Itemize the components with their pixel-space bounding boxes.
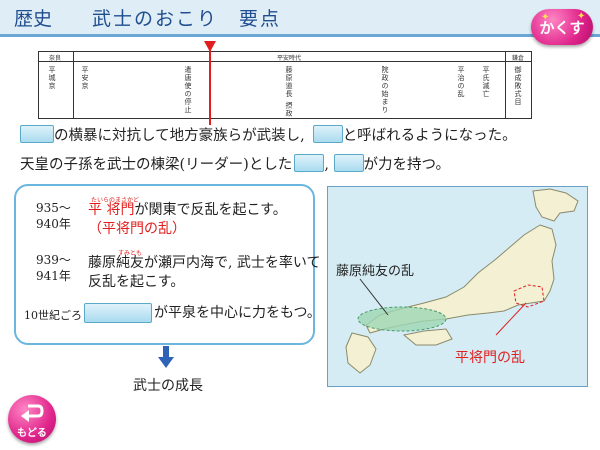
event-year: 939～ 941年 xyxy=(36,253,71,283)
hide-button[interactable]: ✦ ✦ かくす xyxy=(531,9,593,45)
era-kamakura: 鎌倉 xyxy=(512,55,525,62)
answer-blank[interactable] xyxy=(20,125,54,143)
timeline-divider xyxy=(39,61,531,62)
event-text: が関東で反乱を起こす。 xyxy=(134,202,287,218)
masakado-pointer xyxy=(495,302,527,336)
timeline-event: 遣唐使の停止 xyxy=(184,66,192,114)
sumitomo-region xyxy=(357,306,447,332)
event-text: が平泉を中心に力をもつ。 xyxy=(154,305,321,321)
timeline-divider xyxy=(505,52,506,118)
answer-blank[interactable] xyxy=(333,154,364,172)
sentence-2: 天皇の子孫を武士の棟梁(リーダー)とした, が力を持つ。 xyxy=(20,153,450,174)
sparkle-icon: ✦ xyxy=(541,12,550,23)
timeline-event: 平安京 xyxy=(81,66,89,90)
event-text: 平 将門が関東で反乱を起こす。 xyxy=(88,201,287,220)
event-subtitle: （平将門の乱） xyxy=(88,221,186,237)
hokkaido-shape xyxy=(532,188,579,222)
return-arrow-icon xyxy=(21,404,44,422)
sentence-text: の横暴に対抗して地方豪族らが武装し, xyxy=(54,128,305,144)
answer-blank[interactable] xyxy=(84,303,152,323)
shikoku-shape xyxy=(402,328,453,346)
event-year: 10世紀ごろ xyxy=(24,309,82,322)
japan-map xyxy=(345,188,579,374)
sentence-1: の横暴に対抗して地方豪族らが武装し, と呼ばれるようになった。 xyxy=(20,124,517,145)
result-label: 武士の成長 xyxy=(133,378,203,394)
sentence-text: 天皇の子孫を武士の棟梁(リーダー)とした xyxy=(20,157,293,173)
header-bar xyxy=(0,0,600,34)
timeline-event: 平治の乱 xyxy=(457,66,465,98)
timeline-marker-icon xyxy=(204,41,216,52)
sentence-text: が力を持つ。 xyxy=(363,157,450,173)
map-label-masakado: 平将門の乱 xyxy=(455,350,525,366)
subject-label: 歴史 xyxy=(14,8,53,30)
map-panel xyxy=(327,186,588,387)
answer-blank[interactable] xyxy=(312,125,343,143)
sparkle-icon: ✦ xyxy=(577,11,586,22)
event-text: 藤原純友が瀬戸内海で, 武士を率いて xyxy=(88,255,321,271)
timeline-marker-line xyxy=(209,50,211,125)
timeline: 奈良 平安時代 鎌倉 平城京 平安京 遣唐使の停止 藤原道長 摂政 院政の始まり… xyxy=(38,51,532,119)
timeline-event: 院政の始まり xyxy=(381,66,389,114)
era-nara: 奈良 xyxy=(49,55,62,62)
furigana: すみとも xyxy=(118,250,143,257)
sentence-text: , xyxy=(324,157,329,173)
answer-blank[interactable] xyxy=(294,154,325,172)
kyushu-shape xyxy=(345,332,377,374)
page-title: 武士のおこり 要点 xyxy=(92,8,282,30)
back-button-label: もどる xyxy=(17,428,47,439)
masakado-region xyxy=(513,284,545,308)
down-arrow-icon xyxy=(158,346,174,368)
sumitomo-pointer xyxy=(359,278,389,316)
event-text: 反乱を起こす。 xyxy=(88,274,185,290)
header: 歴史 武士のおこり 要点 xyxy=(0,0,600,40)
timeline-event: 藤原道長 摂政 xyxy=(285,66,293,118)
person-name: 平 将門 xyxy=(88,202,135,218)
timeline-event: 平城京 xyxy=(48,66,56,90)
event-year: 935～ 940年 xyxy=(36,201,71,231)
timeline-divider xyxy=(73,52,74,118)
furigana: たいらのまさかど xyxy=(91,197,140,204)
events-box: 935～ 940年 たいらのまさかど 平 将門が関東で反乱を起こす。 （平将門の… xyxy=(14,184,321,345)
title-underline xyxy=(0,34,600,37)
timeline-event: 御成敗式目 xyxy=(514,66,522,106)
map-label-sumitomo: 藤原純友の乱 xyxy=(336,264,415,279)
timeline-event: 平氏滅亡 xyxy=(482,66,490,98)
hide-button-label: かくす xyxy=(539,18,585,37)
sentence-text: と呼ばれるようになった。 xyxy=(342,128,517,144)
era-heian: 平安時代 xyxy=(277,55,302,62)
back-button[interactable]: もどる xyxy=(8,395,56,443)
